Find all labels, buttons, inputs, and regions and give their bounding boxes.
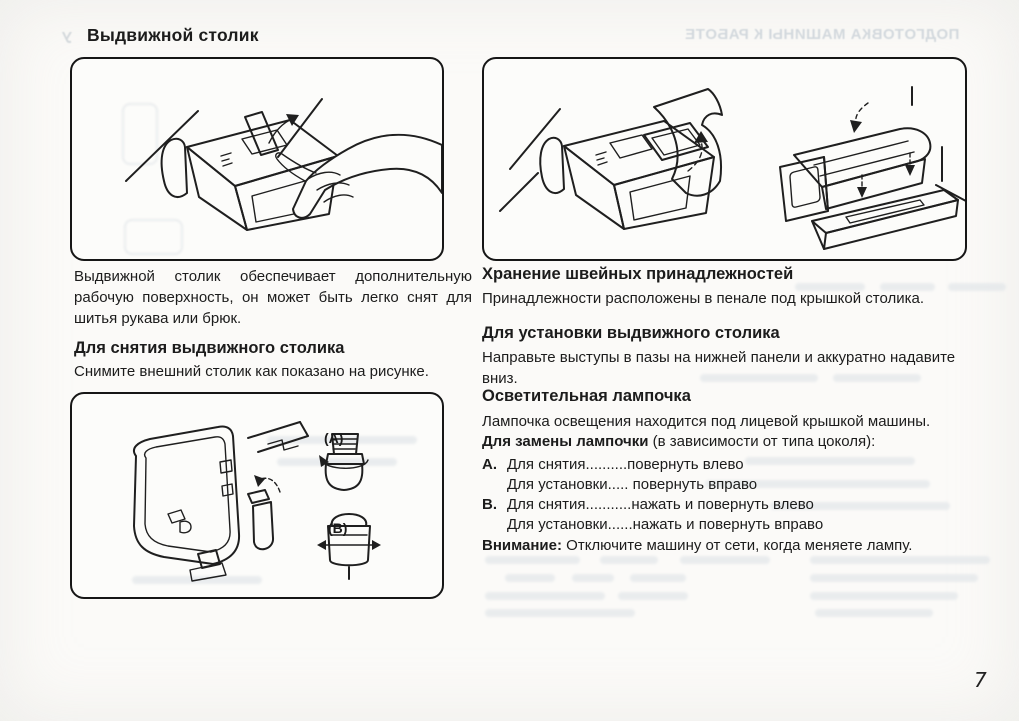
lamp-warning-rest: Отключите машину от сети, когда меняете … (561, 537, 913, 554)
bleedthrough-smudge (505, 574, 555, 582)
table-intro-text: Выдвижной столик обеспечивает дополнител… (74, 268, 472, 327)
lamp-option-a-line2: Для установки..... повернуть вправо (507, 476, 758, 493)
removal-body-text: Снимите внешний столик как показано на р… (74, 363, 429, 380)
lamp-replacement-illustration (132, 421, 381, 582)
lamp-option-a-line1: Для снятия..........повернуть влево (507, 456, 744, 473)
lamp-option-b: B. Для снятия...........нажать и поверну… (482, 495, 1007, 535)
bleedthrough-letter: У (62, 30, 72, 47)
bleedthrough-smudge (810, 592, 958, 600)
bleedthrough-smudge (770, 502, 950, 510)
bleedthrough-smudge (485, 556, 580, 564)
bleedthrough-shape (122, 103, 158, 165)
bleedthrough-smudge (630, 574, 686, 582)
bleedthrough-smudge (572, 574, 614, 582)
page-title: Выдвижной столик (87, 25, 259, 45)
lamp-replace-lead: Для замены лампочки (в зависимости от ти… (482, 432, 1007, 452)
bleedthrough-shape (124, 219, 183, 255)
page-number: 7 (974, 668, 987, 692)
lamp-option-b-marker: B. (482, 496, 497, 513)
figure-table-removal (70, 57, 444, 261)
bulb-type-a-label: (A) (324, 430, 344, 446)
bleedthrough-smudge (795, 283, 865, 291)
bleedthrough-smudge (700, 374, 818, 382)
extension-table-removal-illustration (125, 98, 442, 231)
lamp-section: Осветительная лампочка Лампочка освещени… (482, 386, 1007, 556)
lamp-warning-bold: Внимание: (482, 537, 562, 554)
bleedthrough-smudge (618, 592, 688, 600)
bleedthrough-smudge (267, 436, 417, 444)
right-text-column: Хранение швейных принадлежностей Принадл… (482, 264, 982, 389)
figure-lamp-replacement: (A) (B) (70, 392, 444, 599)
install-body-text: Направьте выступы в пазы на нижней панел… (482, 349, 956, 387)
lamp-replace-lead-bold: Для замены лампочки (482, 433, 649, 450)
bleedthrough-smudge (948, 283, 1006, 291)
install-heading: Для установки выдвижного столика (482, 324, 780, 342)
bleedthrough-smudge (810, 556, 990, 564)
left-text-column: Выдвижной столик обеспечивает дополнител… (74, 266, 472, 382)
lamp-replace-lead-rest: (в зависимости от типа цоколя): (648, 433, 876, 450)
storage-body-text: Принадлежности расположены в пенале под … (482, 290, 925, 307)
bleedthrough-smudge (880, 283, 935, 291)
figure-storage-and-install (482, 57, 967, 261)
storage-heading: Хранение швейных принадлежностей (482, 265, 794, 283)
lamp-option-b-line2: Для установки......нажать и повернуть вп… (507, 516, 824, 533)
lamp-heading: Осветительная лампочка (482, 387, 691, 405)
bulb-type-b-label: (B) (328, 520, 348, 536)
bleedthrough-smudge (810, 574, 978, 582)
removal-heading: Для снятия выдвижного столика (74, 339, 345, 357)
lamp-warning: Внимание: Отключите машину от сети, когд… (482, 535, 1007, 556)
bleedthrough-smudge (680, 556, 770, 564)
bleedthrough-smudge (815, 609, 933, 617)
bleedthrough-smudge (833, 374, 921, 382)
lamp-body-text: Лампочка освещения находится под лицевой… (482, 413, 931, 430)
storage-install-illustration (499, 86, 965, 250)
bleedthrough-smudge (600, 556, 658, 564)
bleedthrough-smudge (277, 458, 397, 466)
bleedthrough-header-text: ПОДГОТОВКА МАШИНЫ К РАБОТЕ (684, 26, 960, 43)
bleedthrough-smudge (745, 457, 915, 465)
bleedthrough-smudge (485, 592, 605, 600)
lamp-options-list: A. Для снятия..........повернуть влево Д… (482, 455, 1007, 535)
lamp-option-a-marker: A. (482, 456, 497, 473)
bleedthrough-smudge (705, 480, 930, 488)
lamp-option-a: A. Для снятия..........повернуть влево Д… (482, 455, 1007, 495)
bleedthrough-smudge (485, 609, 635, 617)
lamp-option-b-line1: Для снятия...........нажать и повернуть … (507, 496, 814, 513)
